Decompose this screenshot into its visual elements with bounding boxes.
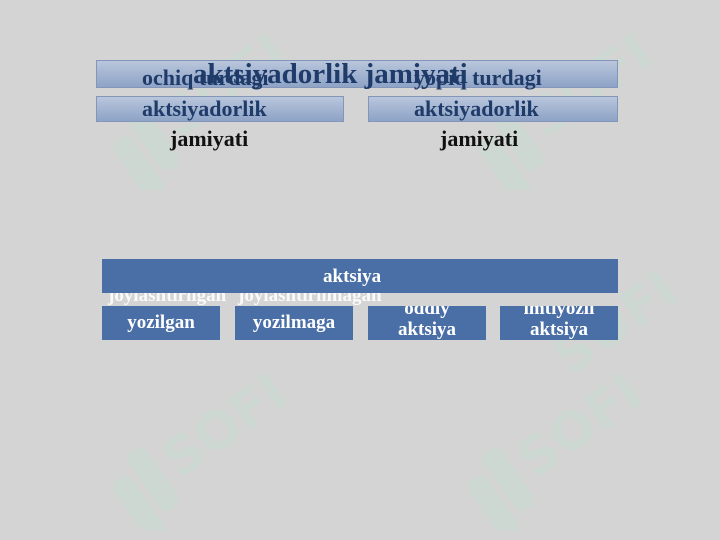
watermark-logo-icon: SOFI	[450, 363, 653, 540]
box2-overflow-text: joylashtirilmagan	[238, 293, 382, 306]
box-yozilgan-label: yozilgan	[127, 312, 195, 333]
right-column-line1: yopiq turdagi	[414, 65, 542, 90]
left-column-bar	[96, 96, 344, 122]
right-column-bar	[368, 96, 618, 122]
header-bar	[96, 60, 618, 88]
page-title: aktsiyadorlik jamiyati	[193, 58, 468, 90]
left-column-line2: aktsiyadorlik	[142, 96, 267, 121]
box-oddiy-line2: aktsiya	[397, 319, 457, 340]
left-column-line3: jamiyati	[170, 126, 249, 151]
stock-bar-label: aktsiya	[323, 266, 382, 287]
box-yozilgan: yozilgan	[102, 306, 220, 340]
right-column-line2: aktsiyadorlik	[414, 96, 539, 121]
stock-bar	[102, 259, 618, 293]
box-imtiyozli-line1: imtiyozli	[523, 306, 595, 319]
box-imtiyozli-line2: aktsiya	[529, 319, 589, 340]
box1-overflow-text: joylashtirilgan	[108, 293, 227, 306]
box-imtiyozli-aktsiya: imtiyozli aktsiya	[500, 306, 618, 340]
svg-text:SOFI: SOFI	[152, 370, 295, 490]
right-column-line3: jamiyati	[440, 126, 519, 151]
box-oddiy-line1: oddiy	[404, 306, 450, 319]
watermark-logo-icon: SOFI	[95, 363, 298, 540]
box-yozilmagan: yozilmaga	[235, 306, 353, 340]
box-overflow-area: joylashtirilgan joylashtirilmagan	[102, 293, 618, 306]
left-column-line1: ochiq turdagi	[142, 65, 269, 90]
box-yozilmagan-label: yozilmaga	[252, 312, 336, 333]
box-oddiy-aktsiya: oddiy aktsiya	[368, 306, 486, 340]
